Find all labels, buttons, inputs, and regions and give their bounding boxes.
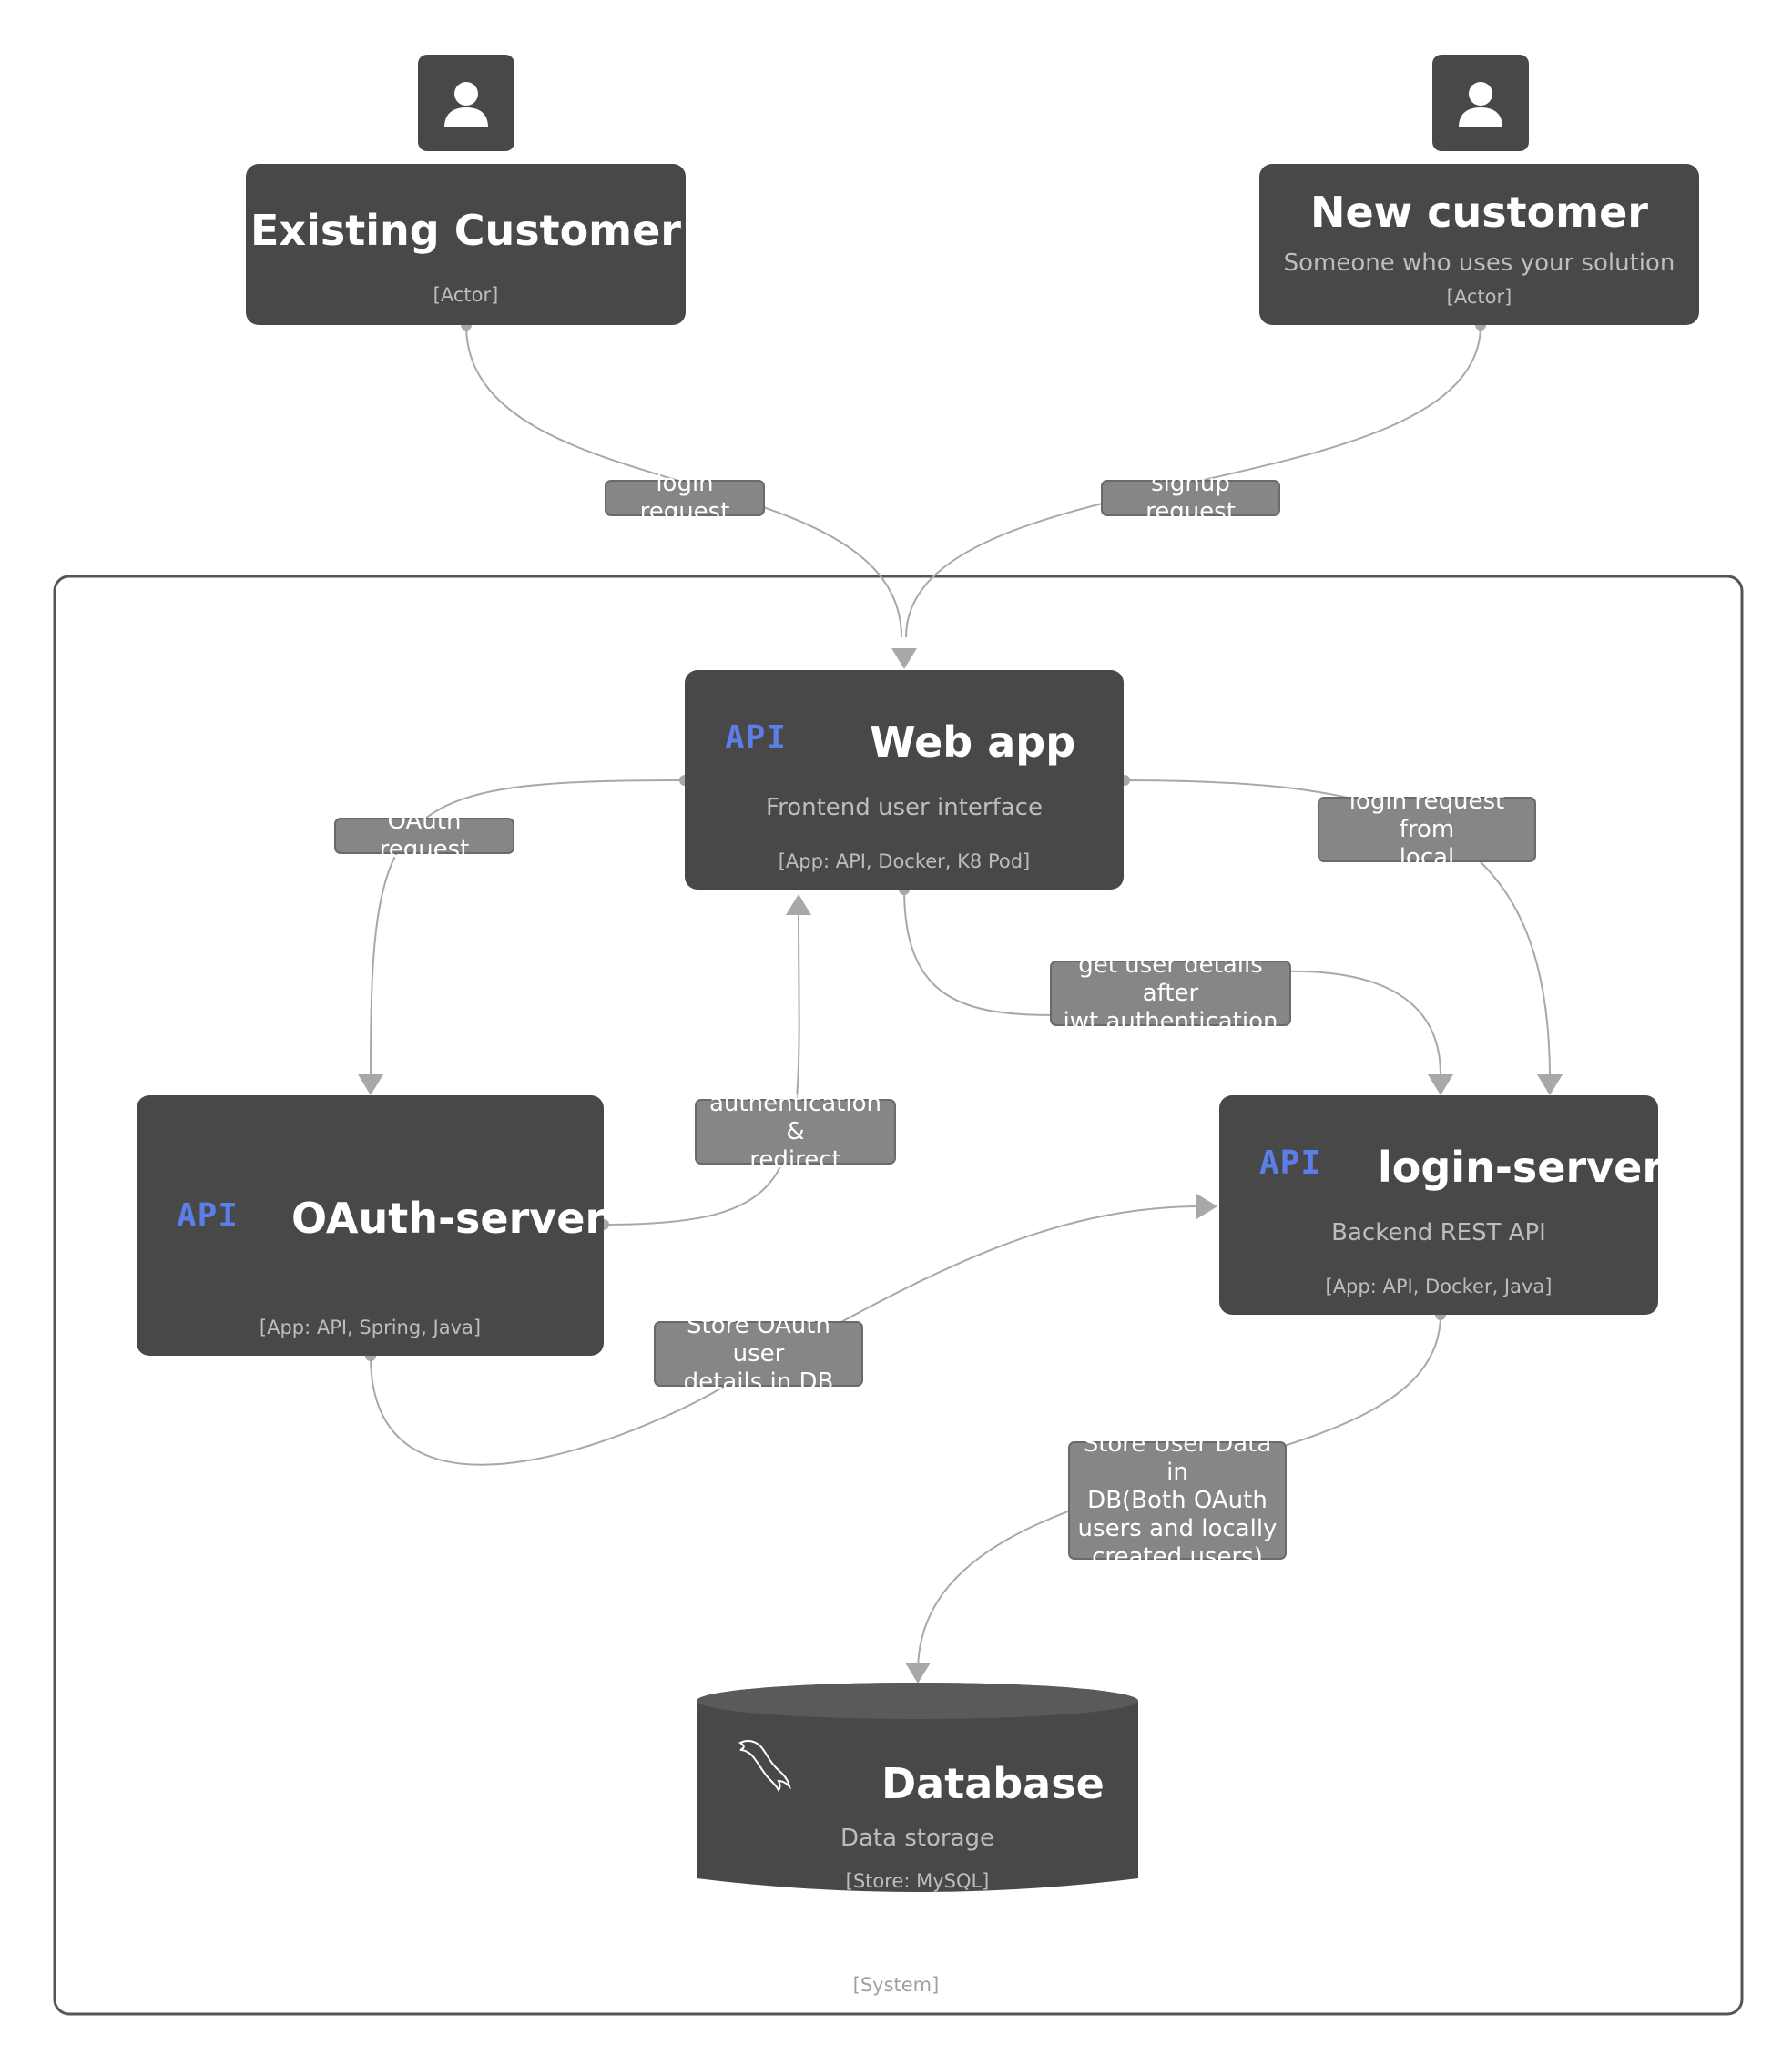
existing-customer-tech: [Actor] <box>433 284 499 306</box>
web-app-api-badge: API <box>725 719 788 757</box>
relation-label-store-user-data: Store User Data in DB(Both OAuth users a… <box>1068 1430 1287 1571</box>
arrowhead-login-server-local <box>1537 1074 1563 1095</box>
relation-label-store-oauth: Store OAuth user details in DB <box>654 1312 863 1396</box>
system-boundary-label: [System] <box>852 1974 940 1996</box>
database-container[interactable]: Database Data storage [Store: MySQL] <box>697 1683 1138 1901</box>
web-app-description: Frontend user interface <box>766 794 1043 821</box>
relation-label-signup-request: signup request <box>1101 470 1280 525</box>
arrowhead-database <box>905 1663 931 1684</box>
login-server-api-badge: API <box>1259 1144 1322 1182</box>
system-boundary <box>53 575 1744 2016</box>
arrowhead-webapp-redirect <box>786 894 811 915</box>
new-customer-description: Someone who uses your solution <box>1283 249 1675 277</box>
relation-label-login-request-local: login request from local <box>1318 788 1536 871</box>
login-server-title: login-server <box>1378 1143 1664 1192</box>
login-server-tech: [App: API, Docker, Java] <box>1325 1276 1553 1297</box>
arrowhead-webapp <box>891 648 917 669</box>
arrowhead-oauth-server <box>358 1074 383 1095</box>
new-customer-person-icon <box>1432 55 1529 151</box>
web-app-container[interactable]: API Web app Frontend user interface [App… <box>685 670 1124 890</box>
login-server-description: Backend REST API <box>1331 1219 1546 1246</box>
existing-customer-actor[interactable]: Existing Customer [Actor] <box>246 164 686 325</box>
relation-label-oauth-request: OAuth request <box>334 808 514 863</box>
database-description: Data storage <box>840 1825 995 1852</box>
web-app-tech: [App: API, Docker, K8 Pod] <box>778 850 1031 872</box>
arrowhead-login-server-store <box>1196 1194 1217 1219</box>
relation-label-get-user-details: get user details after jwt authenticatio… <box>1050 951 1291 1035</box>
oauth-server-tech: [App: API, Spring, Java] <box>259 1317 482 1338</box>
oauth-server-container[interactable]: API OAuth-server [App: API, Spring, Java… <box>137 1095 606 1356</box>
edge-auth-redirect <box>603 910 800 1226</box>
existing-customer-person-icon <box>418 55 514 151</box>
new-customer-actor[interactable]: New customer Someone who uses your solut… <box>1259 164 1699 325</box>
new-customer-tech: [Actor] <box>1446 286 1512 308</box>
mysql-dolphin-icon <box>738 1740 791 1792</box>
arrowhead-login-server-details <box>1428 1074 1453 1095</box>
oauth-server-title: OAuth-server <box>291 1194 606 1243</box>
database-title: Database <box>881 1759 1105 1808</box>
oauth-server-api-badge: API <box>177 1197 239 1235</box>
web-app-title: Web app <box>870 717 1076 767</box>
relation-label-auth-redirect: authentication & redirect <box>695 1090 896 1174</box>
login-server-container[interactable]: API login-server Backend REST API [App: … <box>1219 1095 1664 1315</box>
new-customer-title: New customer <box>1309 188 1648 237</box>
database-cylinder-shape <box>697 1683 1138 1892</box>
existing-customer-title: Existing Customer <box>250 206 681 255</box>
relation-label-login-request: login request <box>605 470 765 525</box>
database-tech: [Store: MySQL] <box>845 1870 990 1892</box>
